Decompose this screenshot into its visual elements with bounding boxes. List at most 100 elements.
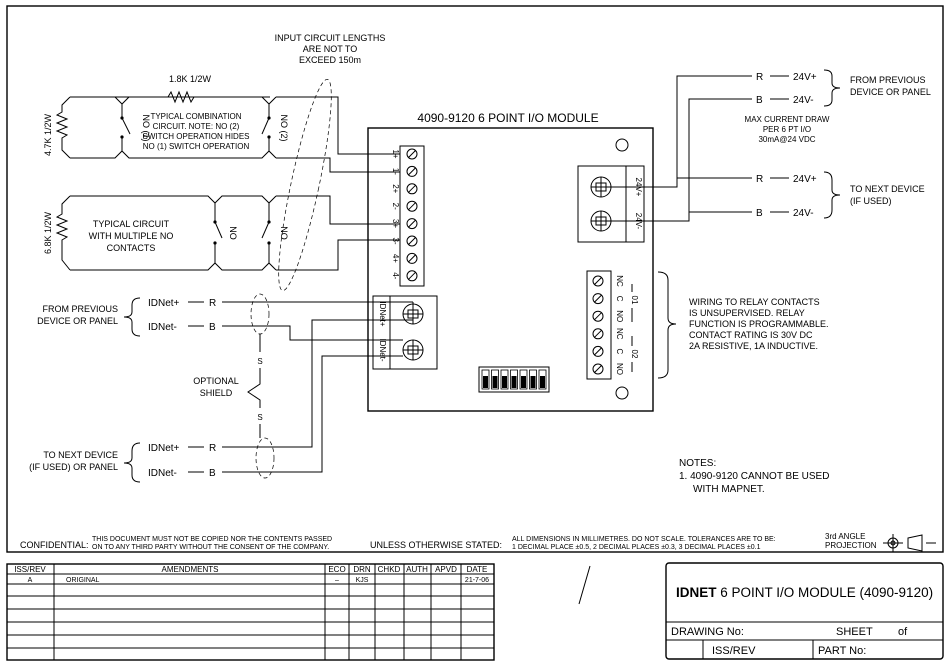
idnet-out-text-1: TO NEXT DEVICE xyxy=(43,450,118,460)
io-terminal-screw xyxy=(406,200,418,212)
unless-text-1: ALL DIMENSIONS IN MILLIMETRES. DO NOT SC… xyxy=(512,536,776,543)
idnet-plus-terminal-label: IDNet+ xyxy=(378,301,387,326)
title-block xyxy=(665,562,944,660)
io-terminal-screw xyxy=(406,270,418,282)
power-terminal-block xyxy=(577,165,645,243)
io-terminal-screw xyxy=(406,165,418,177)
relay-note-4: CONTACT RATING IS 30V DC xyxy=(689,330,813,340)
notes-heading: NOTES: xyxy=(679,458,716,469)
pwr-out-b: B xyxy=(756,208,763,219)
relay-terminal-screw xyxy=(592,363,604,375)
shield-ellipse-out xyxy=(255,437,275,479)
pwr-out-minus: 24V- xyxy=(793,208,814,219)
pwr-in-minus: 24V- xyxy=(793,95,814,106)
rev-header-drn: DRN xyxy=(353,565,371,574)
resistor-6-8k xyxy=(55,195,71,271)
io-terminal-label: 1- xyxy=(391,168,400,175)
combo-note-2: CIRCUIT. NOTE: NO (2) xyxy=(153,122,240,131)
relay-terminal-block xyxy=(586,270,612,380)
io-terminal-block xyxy=(399,145,425,287)
rev-row-date: 21-7-06 xyxy=(465,577,489,584)
io-terminal-label: 4- xyxy=(391,272,400,279)
io-terminal-label: 3- xyxy=(391,237,400,244)
io-terminal-label: 3+ xyxy=(391,219,400,228)
combo-note-3: SWITCH OPERATION HIDES xyxy=(143,132,250,141)
rev-header-eco: ECO xyxy=(328,565,345,574)
confidential-label: CONFIDENTIAL: xyxy=(20,540,89,550)
idnet-terminal-block xyxy=(372,295,438,370)
mount-hole-top xyxy=(615,138,629,152)
sheet-of-label: of xyxy=(898,626,908,638)
shield-label-1: OPTIONAL xyxy=(193,376,239,386)
relay-terminal-screw xyxy=(592,275,604,287)
combo-note-1: TYPICAL COMBINATION xyxy=(150,112,241,121)
confidential-text-2: ON TO ANY THIRD PARTY WITHOUT THE CONSEN… xyxy=(92,544,329,551)
unless-label: UNLESS OTHERWISE STATED: xyxy=(370,540,502,550)
wire-idnet-out-minus xyxy=(222,355,403,473)
relay-terminal-screw xyxy=(592,328,604,340)
io-terminal-label: 4+ xyxy=(391,254,400,263)
switch-no-a xyxy=(214,221,223,239)
relay-terminal-label: NC xyxy=(615,275,624,287)
idnet-minus-terminal-label: IDNet- xyxy=(378,338,387,361)
idnet-in-minus: IDNet- xyxy=(148,322,177,333)
relay-note-5: 2A RESISTIVE, 1A INDUCTIVE. xyxy=(689,341,818,351)
wire-3plus xyxy=(276,195,400,225)
resistor-6-8k-label: 6.8K 1/2W xyxy=(43,211,53,254)
pwr-out-r: R xyxy=(756,174,763,185)
notes-item-1b: WITH MAPNET. xyxy=(693,484,765,495)
relay-terminal-screw xyxy=(592,293,604,305)
idnet-in-b: B xyxy=(209,322,216,333)
io-terminal-screw xyxy=(406,252,418,264)
io-terminal-screw xyxy=(406,148,418,160)
idnet-in-r: R xyxy=(209,298,216,309)
idnet-out-text-2: (IF USED) OR PANEL xyxy=(29,462,118,472)
dip-switch-key xyxy=(510,369,518,390)
io-terminal-label: 1+ xyxy=(391,149,400,158)
module-board xyxy=(367,127,654,412)
relay-terminal-label: C xyxy=(615,296,624,302)
sheet-border xyxy=(6,5,944,553)
projection-2: PROJECTION xyxy=(825,541,877,550)
resistor-4-7k-label: 4.7K 1/2W xyxy=(43,113,53,156)
pwr-out-text-2: (IF USED) xyxy=(850,196,892,206)
relay-brace xyxy=(657,271,677,379)
switch-no1 xyxy=(121,117,131,135)
switch-no-b-label: NO xyxy=(279,226,289,240)
pwr-out-brace xyxy=(823,171,841,219)
mount-hole-bottom xyxy=(615,386,629,400)
multi-bottom-wire xyxy=(70,262,277,271)
relay-note-1: WIRING TO RELAY CONTACTS xyxy=(689,297,820,307)
rev-row-amend: ORIGINAL xyxy=(66,577,100,584)
dip-switch-key xyxy=(481,369,490,390)
dip-switch xyxy=(478,366,550,393)
multi-note-3: CONTACTS xyxy=(107,243,156,253)
rev-header-iss: ISS/REV xyxy=(14,565,46,574)
relay-terminal-screw xyxy=(592,310,604,322)
idnet-in-plus: IDNet+ xyxy=(148,298,180,309)
relay-note-2: IS UNSUPERVISED. RELAY xyxy=(689,308,805,318)
shield-s-2: S xyxy=(257,413,262,422)
shield-label-2: SHIELD xyxy=(200,388,233,398)
io-terminal-screw xyxy=(406,218,418,230)
idnet-in-text-1: FROM PREVIOUS xyxy=(42,304,118,314)
rev-header-date: DATE xyxy=(467,565,488,574)
idnet-in-brace xyxy=(123,297,141,337)
wire-24v-plus-in xyxy=(601,75,752,188)
shield-s-1: S xyxy=(257,357,262,366)
iss-rev-label: ISS/REV xyxy=(712,645,756,657)
pwr-in-b: B xyxy=(756,95,763,106)
idnet-out-plus: IDNet+ xyxy=(148,443,180,454)
pwr-out-text-1: TO NEXT DEVICE xyxy=(850,184,925,194)
switch-no-a-label: NO xyxy=(228,226,238,240)
notes-item-1: 1. 4090-9120 CANNOT BE USED xyxy=(679,471,829,482)
switch-no-b xyxy=(261,221,270,239)
pwr-in-r: R xyxy=(756,72,763,83)
shield-wire xyxy=(247,334,261,438)
drawing-no-label: DRAWING No: xyxy=(671,626,744,638)
wire-24v-minus-in xyxy=(601,98,752,222)
wire-3minus xyxy=(276,239,400,271)
pwr-out-plus: 24V+ xyxy=(793,174,817,185)
input-lengths-line3: EXCEED 150m xyxy=(299,55,361,65)
